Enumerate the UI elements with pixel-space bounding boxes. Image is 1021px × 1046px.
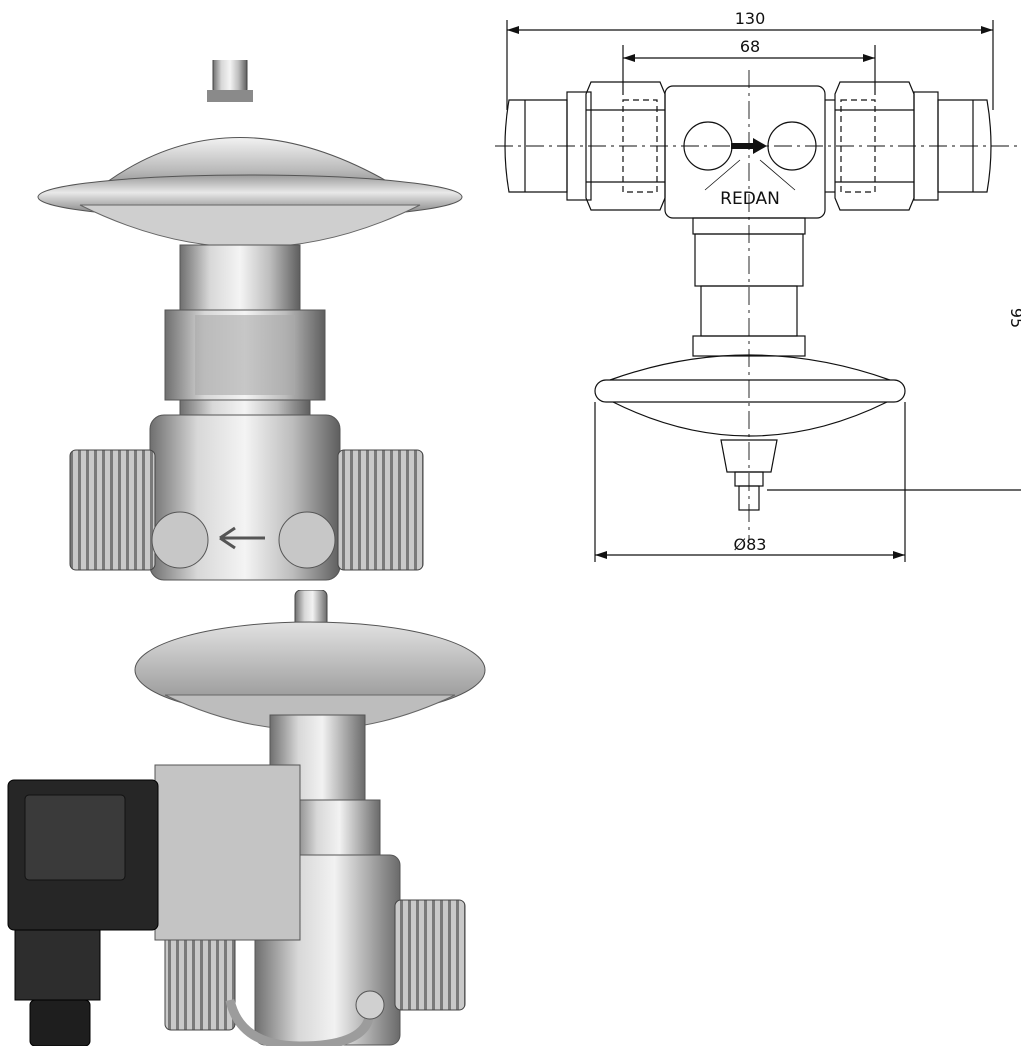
flow-direction-arrow-icon (731, 138, 767, 154)
adjusting-cap (212, 60, 248, 96)
cable-gland (14, 929, 101, 1001)
technical-drawing: 130 68 REDAN 95 Ø83 (495, 0, 1021, 580)
diaphragm-bottom-curve (612, 401, 888, 437)
arrowhead (863, 54, 875, 62)
hex-nut-right-hidden (840, 99, 876, 193)
port-left (151, 511, 209, 569)
threaded-connector-right (337, 449, 424, 571)
body-marking: REDAN (720, 189, 780, 209)
connector-right (937, 99, 992, 193)
valve-neck (179, 244, 301, 316)
arrowhead (595, 551, 607, 559)
hex-nut-left-hidden (622, 99, 658, 193)
valve-photo-bottom (0, 590, 500, 1046)
bottom-pin (738, 485, 760, 511)
plug-face (24, 794, 126, 881)
hex-nut-right (834, 81, 915, 211)
solenoid-coil-housing (154, 764, 301, 941)
valve-photo-bottom-illustration (7, 590, 486, 1046)
tube-fitting (355, 990, 385, 1020)
dimension-label-diameter: Ø83 (734, 535, 767, 554)
connector-left (504, 99, 568, 193)
connector-left-collar (566, 91, 592, 201)
diaphragm-underside (79, 204, 421, 248)
hex-nut-face (195, 315, 295, 395)
valve-neck (269, 714, 366, 806)
bottom-fitting (720, 439, 778, 473)
cap-base (207, 90, 253, 102)
port-circle-right (767, 121, 817, 171)
capillary-tube (225, 998, 375, 1046)
arrowhead (623, 54, 635, 62)
arrowhead (507, 26, 519, 34)
leader-line-left (704, 159, 741, 191)
threaded-connector-left (69, 449, 156, 571)
dimension-label-inner: 68 (740, 37, 760, 56)
threaded-connector-right (394, 899, 466, 1011)
diaphragm-rim (594, 379, 906, 403)
dimension-label-overall: 130 (735, 9, 766, 28)
arrowhead (893, 551, 905, 559)
hex-nut-left (585, 81, 666, 211)
leader-line-right (759, 159, 796, 191)
dimension-label-height: 95 (1007, 308, 1021, 328)
diaphragm-top-curve (609, 354, 891, 381)
valve-photo-top-illustration (37, 60, 463, 581)
flow-direction-arrow-icon (219, 526, 265, 550)
arrowhead (981, 26, 993, 34)
technical-drawing-svg: 130 68 REDAN 95 Ø83 (495, 9, 1021, 562)
port-right (278, 511, 336, 569)
valve-photo-top (30, 60, 490, 590)
cable-gland-nut (29, 999, 91, 1046)
